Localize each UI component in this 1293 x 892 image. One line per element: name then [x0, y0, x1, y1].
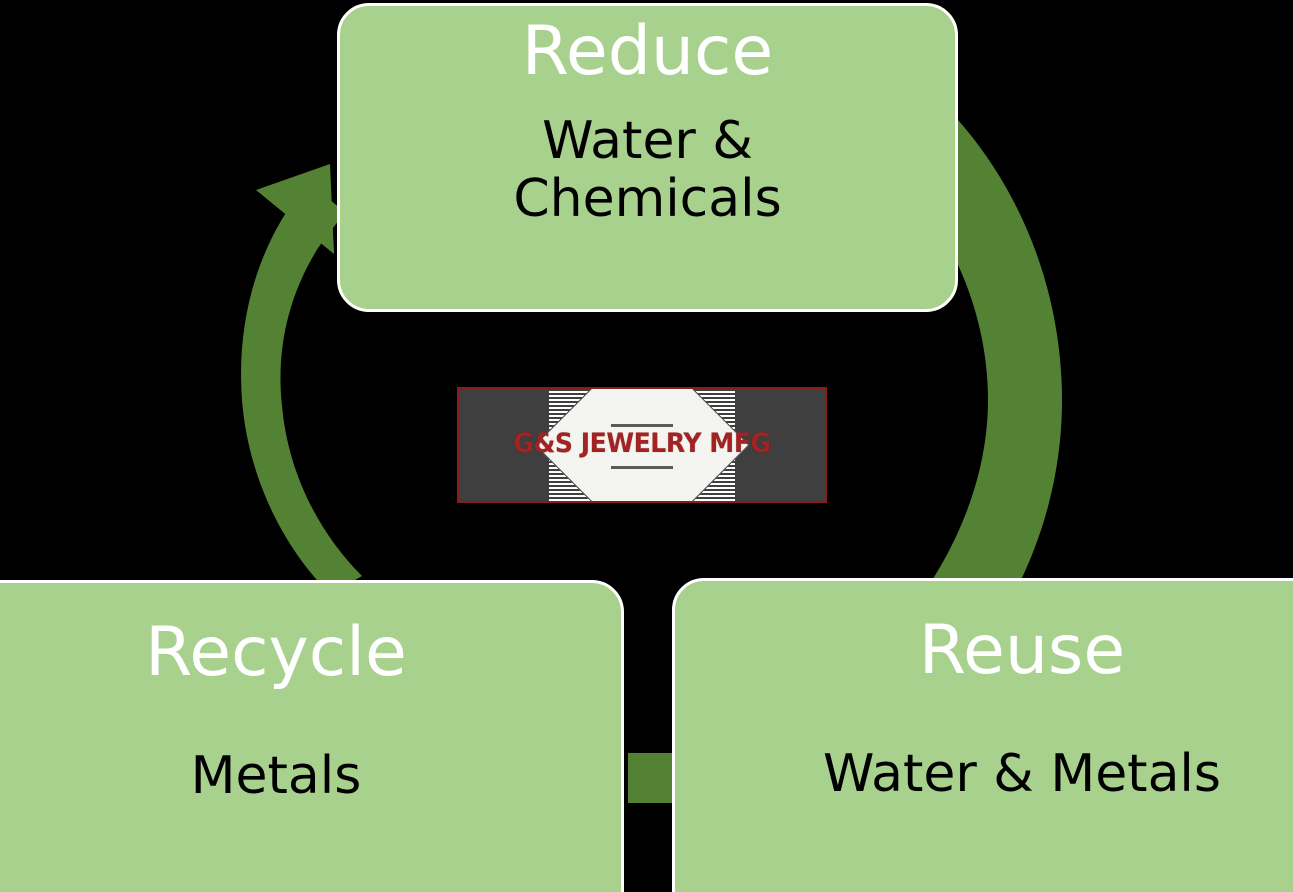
logo-dash-bottom — [611, 466, 673, 469]
cycle-box-reuse-title: Reuse — [918, 611, 1126, 690]
arrow-reduce-to-reuse — [896, 120, 1062, 672]
cycle-box-reduce[interactable]: Reduce Water & Chemicals — [337, 3, 958, 312]
cycle-box-reduce-body-line2: Chemicals — [513, 169, 782, 230]
cycle-box-reduce-title: Reduce — [521, 12, 774, 91]
cycle-box-reuse[interactable]: Reuse Water & Metals — [672, 578, 1293, 892]
logo-dash-top — [611, 424, 673, 427]
arrow-recycle-to-reuse — [628, 753, 672, 803]
cycle-box-recycle-body: Metals — [190, 746, 362, 806]
cycle-box-reduce-body: Water & Chemicals — [513, 111, 782, 230]
cycle-box-recycle-title: Recycle — [145, 613, 407, 692]
arrow-recycle-to-reduce — [241, 184, 362, 594]
cycle-box-reduce-body-line1: Water & — [542, 111, 753, 171]
cycle-box-recycle[interactable]: Recycle Metals — [0, 580, 624, 892]
cycle-box-reuse-body: Water & Metals — [823, 744, 1221, 804]
company-logo: G&S JEWELRY MFG — [457, 387, 827, 503]
arrow-recycle-to-reduce-head — [256, 164, 334, 254]
logo-text: G&S JEWELRY MFG — [513, 428, 771, 459]
